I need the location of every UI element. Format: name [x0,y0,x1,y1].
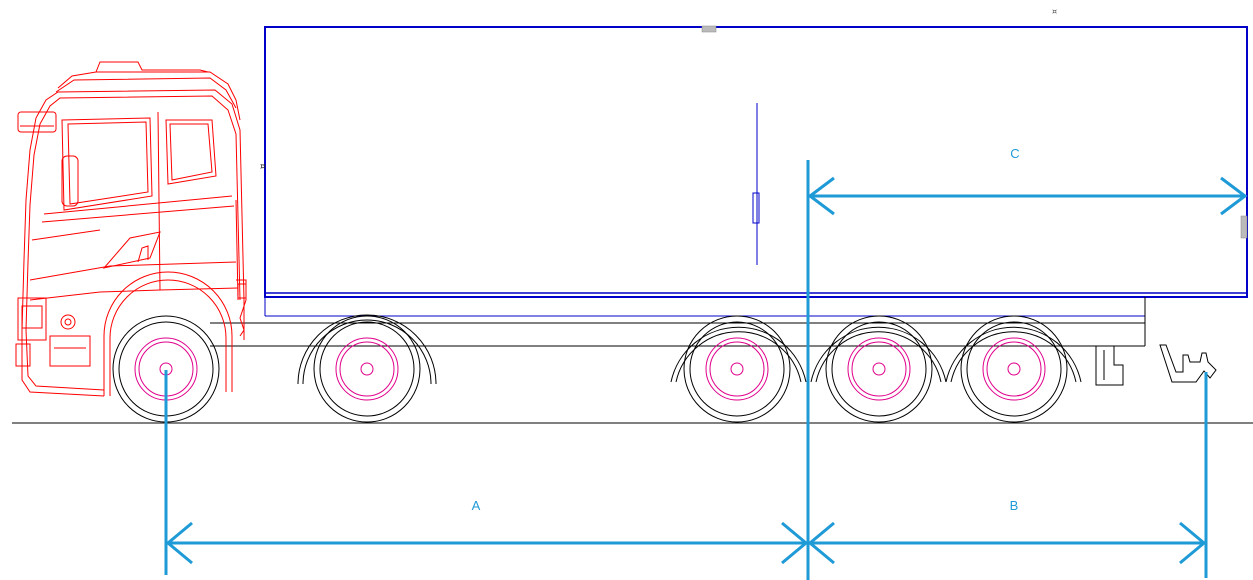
wheel [960,315,1068,423]
rear-marker [1240,215,1248,239]
grip-symbol: ¤ [1052,7,1057,16]
wheels [112,315,1068,423]
dim-c-label: C [1010,146,1019,161]
roof-marker [701,25,717,33]
cargo-body [264,26,1248,346]
wheel [313,315,421,423]
chassis-frame [210,322,1217,386]
grip-symbol: ¤ [260,162,266,172]
truck-cab [15,61,247,397]
dim-b-arrow-left [807,521,835,565]
dim-b-label: B [1010,498,1019,513]
wheel [683,315,791,423]
dim-a-label: A [472,498,481,513]
dim-b-arrow-right [1179,521,1207,565]
wheel-hub [705,337,769,401]
mudguards [297,314,1082,385]
wheel-hub [847,337,911,401]
dim-c-arrow-left [807,176,835,216]
wheel-hub [335,337,399,401]
wheel [825,315,933,423]
dimension-lines [164,160,1248,580]
dim-a-arrow-left [165,521,193,565]
wheel-hub [982,337,1046,401]
dim-a-arrow-right [781,521,809,565]
dim-c-arrow-right [1220,176,1248,216]
